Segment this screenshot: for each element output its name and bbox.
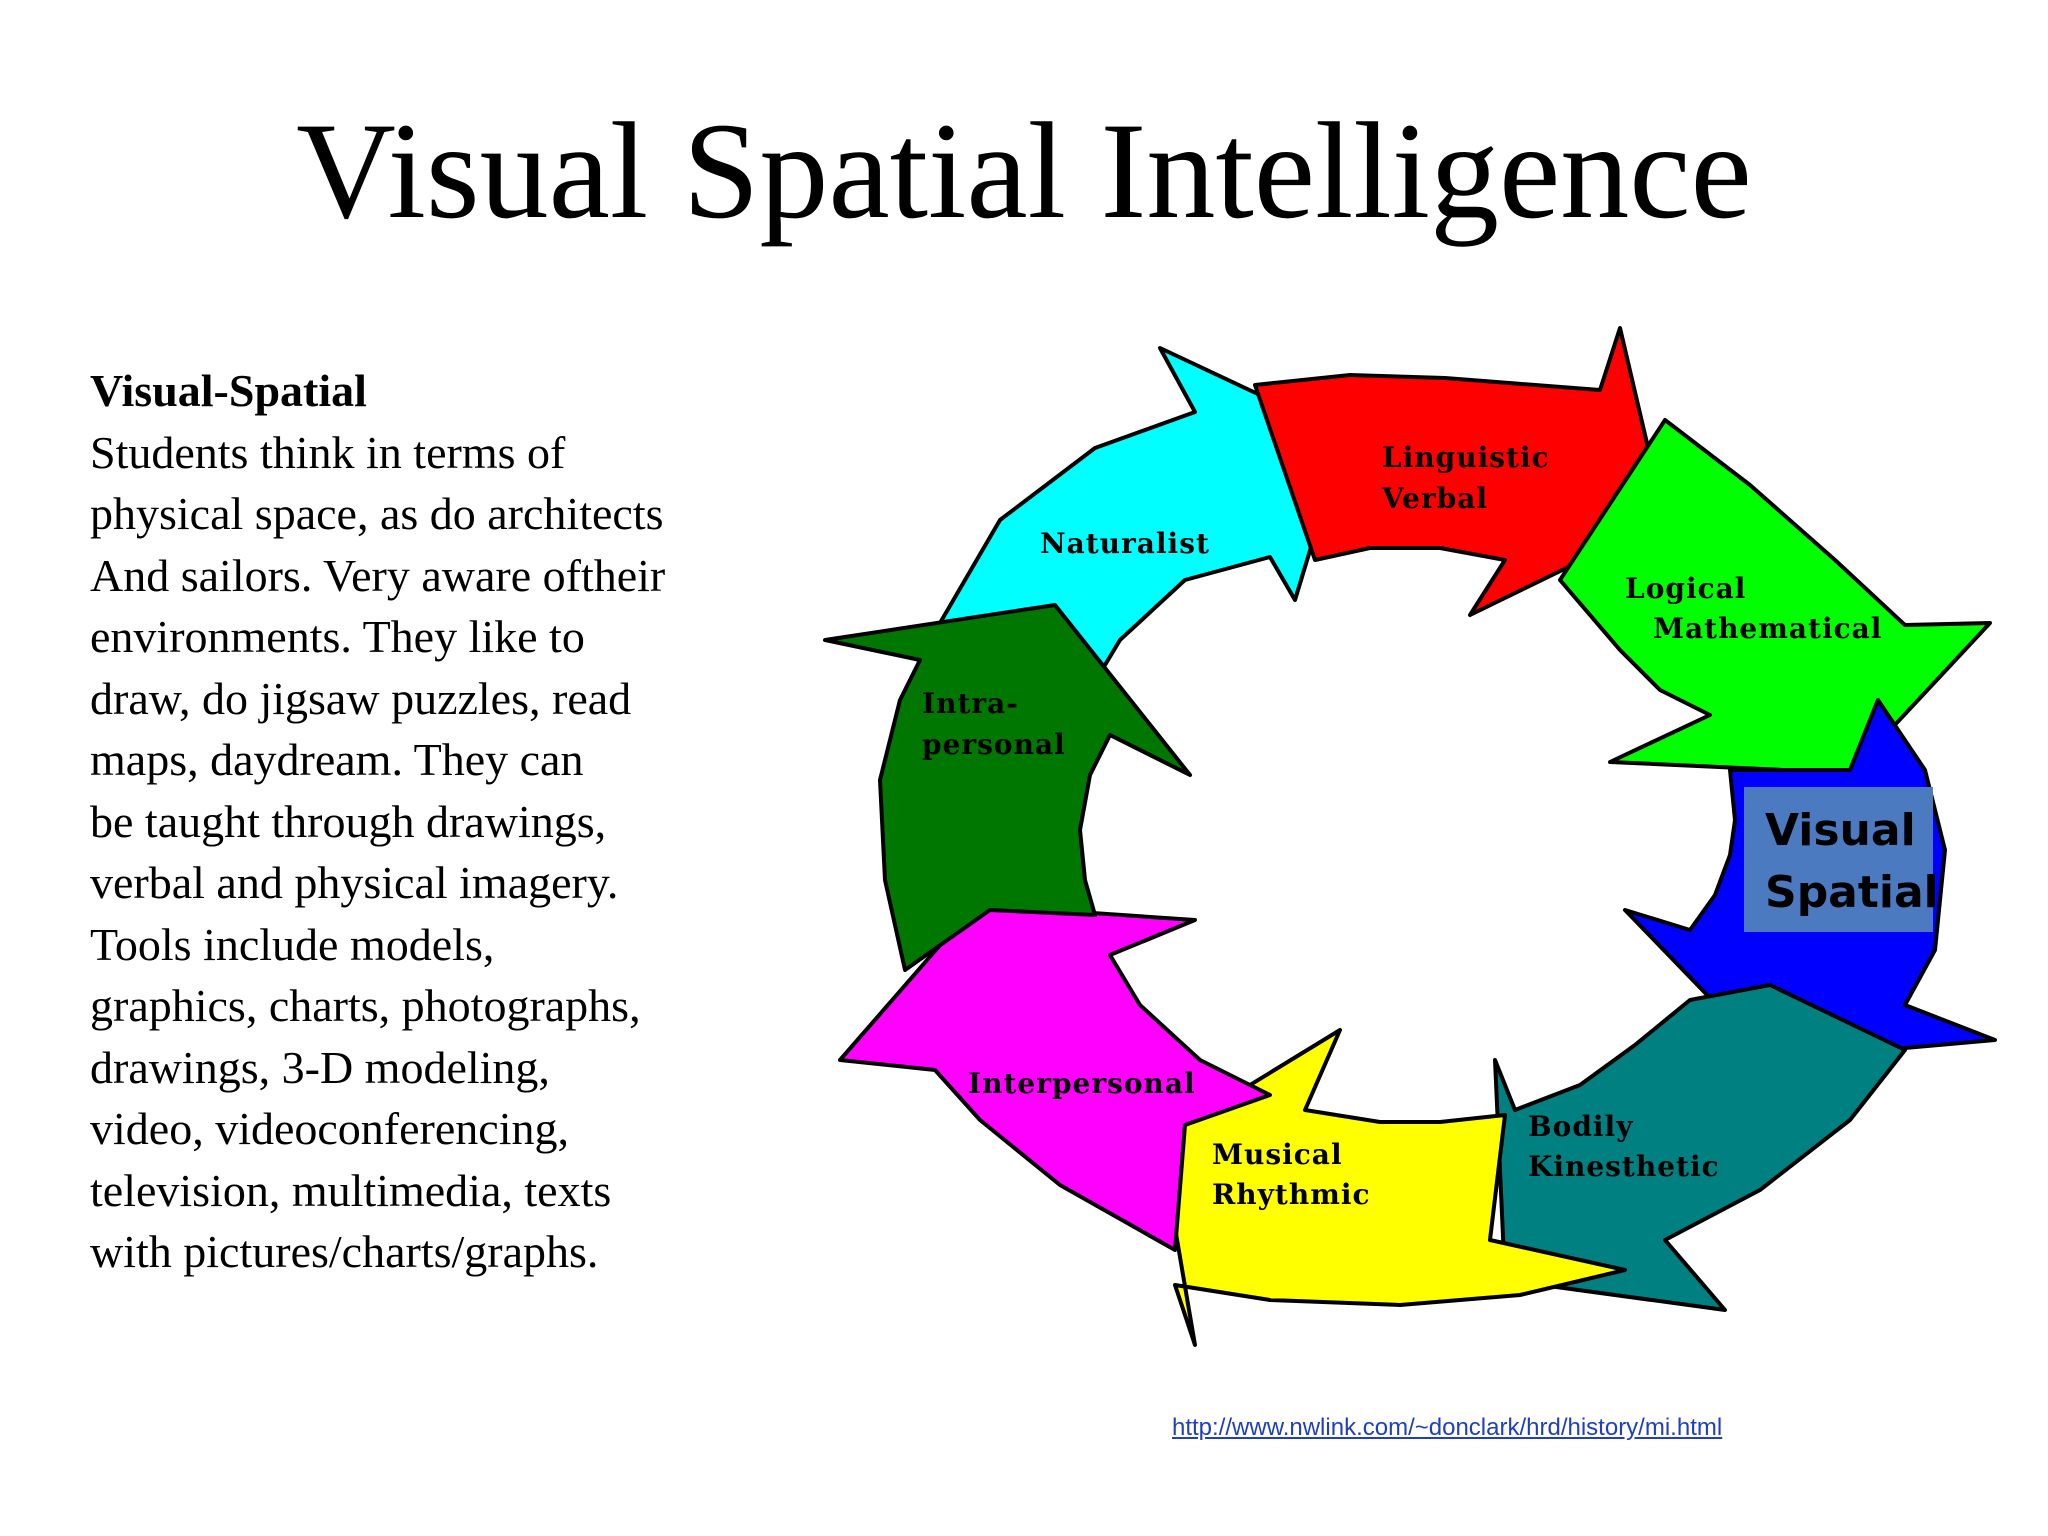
cycle-svg: Naturalist Linguistic Verbal Logical Mat…: [823, 326, 1997, 1347]
body-line: verbal and physical imagery.: [90, 857, 619, 908]
source-link[interactable]: http://www.nwlink.com/~donclark/hrd/hist…: [1172, 1414, 1723, 1441]
body-line: graphics, charts, photographs,: [90, 980, 641, 1031]
visual-spatial-highlight-box: [1744, 787, 1933, 932]
body-line: And sailors. Very aware oftheir: [90, 549, 666, 601]
body-line: physical space, as do architects: [90, 488, 664, 539]
body-line: Tools include models,: [90, 918, 495, 970]
highlight-line-2: Spatial: [1765, 867, 1939, 918]
intelligences-cycle-diagram: Naturalist Linguistic Verbal Logical Mat…: [800, 300, 2048, 1500]
arrow-interpersonal: [838, 903, 1272, 1252]
arrow-label-intra: Intra-: [922, 687, 1019, 720]
arrow-label-musical: Musical: [1212, 1138, 1343, 1171]
body-line: drawings, 3-D modeling,: [90, 1041, 550, 1093]
body-line: be taught through drawings,: [90, 795, 607, 847]
arrow-label-interpersonal: Interpersonal: [968, 1067, 1196, 1100]
arrow-intrapersonal: [823, 603, 1192, 972]
arrow-label-logical: Logical: [1625, 572, 1746, 605]
arrow-label-bodily: Bodily: [1528, 1110, 1633, 1143]
section-heading: Visual-Spatial: [90, 365, 367, 416]
arrow-label-personal: personal: [922, 728, 1066, 761]
body-line: Students think in terms of: [90, 426, 566, 478]
arrow-label-verbal: Verbal: [1381, 482, 1488, 515]
visual-spatial-highlight-label: Visual Spatial: [1765, 800, 1939, 924]
arrow-label-linguistic: Linguistic: [1382, 441, 1550, 474]
arrow-label-kinesthetic: Kinesthetic: [1528, 1150, 1720, 1183]
arrow-logical-mathematical: [1558, 418, 1992, 775]
body-line: with pictures/charts/graphs.: [90, 1226, 599, 1277]
arrow-label-mathematical: Mathematical: [1653, 612, 1882, 645]
slide-title: Visual Spatial Intelligence: [296, 94, 1752, 247]
arrow-label-rhythmic: Rhythmic: [1212, 1178, 1371, 1211]
body-line: video, videoconferencing,: [90, 1103, 569, 1154]
body-line: environments. They like to: [90, 611, 585, 662]
highlight-line-1: Visual: [1765, 805, 1916, 856]
arrow-label-naturalist: Naturalist: [1040, 527, 1210, 560]
body-line: television, multimedia, texts: [90, 1164, 612, 1216]
body-line: draw, do jigsaw puzzles, read: [90, 672, 632, 724]
arrow-musical-rhythmic: [1158, 1028, 1627, 1347]
body-text: Visual-Spatial Students think in terms o…: [90, 360, 850, 1283]
body-line: maps, daydream. They can: [90, 734, 584, 785]
